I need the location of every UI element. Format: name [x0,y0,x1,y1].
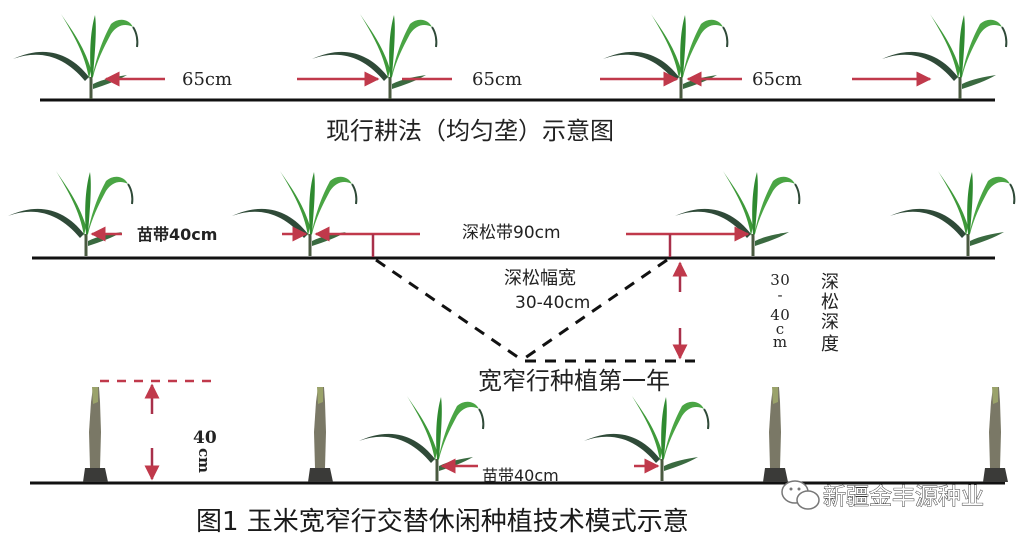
seedling-band-label: 苗带40cm [137,225,217,244]
spacing-label-1: 65cm [182,69,232,90]
corn-stubble-icon [983,387,1008,482]
spacing-label-2: 65cm [472,69,522,90]
depth-char: 0 [780,271,790,289]
depth-label-char: 松 [821,292,839,313]
panel-alternating-fallow: 40 cm 苗带40cm 图1 玉米宽窄行交替休闲种植技术模式示意 [30,379,1008,537]
panel-current-tillage: 65cm 65cm 65cm 现行耕法（均匀垄）示意图 [11,12,1008,145]
corn-seedling-icon [601,12,729,101]
depth-label-char: 深 [821,272,839,293]
depth-char: 4 [770,306,780,324]
depth-char: 0 [780,306,790,324]
corn-stubble-icon [763,387,788,482]
figure-caption: 图1 玉米宽窄行交替休闲种植技术模式示意 [196,507,689,537]
corn-stubble-icon [308,387,333,482]
corn-seedling-icon [673,169,801,258]
corn-seedling-icon [888,169,1016,258]
watermark: 新疆金丰源种业 [781,480,984,510]
depth-label-char: 度 [821,334,839,355]
corn-seedling-icon [310,12,438,101]
panel2-title: 宽窄行种植第一年 [478,367,670,395]
corn-seedling-icon [230,169,358,258]
corn-stubble-icon [83,387,108,482]
watermark-text: 新疆金丰源种业 [823,484,984,510]
depth-char: c [776,320,784,338]
depth-char: - [777,286,782,304]
corn-seedling-icon [6,169,134,258]
stubble-height-value: 40 [193,428,217,448]
seedling-band-label: 苗带40cm [482,466,559,485]
panel-wide-narrow-year1: 苗带40cm 深松带90cm 深松幅宽 30-40cm 3 0 - 4 0 c … [6,169,1016,395]
subsoil-width-label: 深松幅宽 [504,268,576,289]
panel1-title: 现行耕法（均匀垄）示意图 [326,117,614,145]
corn-seedling-icon [357,394,485,483]
corn-seedling-icon [11,12,139,101]
subsoil-zone-dashed-right [521,258,668,362]
depth-char: 3 [770,271,780,289]
subsoil-band-label: 深松带90cm [462,223,561,243]
subsoil-width-value: 30-40cm [515,293,590,313]
wechat-icon [781,480,820,510]
depth-char: m [773,333,787,351]
depth-value-vertical: 3 0 - 4 0 c m [770,271,790,351]
depth-label-char: 深 [821,312,839,333]
subsoil-zone-dashed-left [375,258,523,362]
corn-seedling-icon [880,12,1008,101]
corn-seedling-icon [582,394,710,483]
depth-label-vertical: 深 松 深 度 [821,272,839,355]
spacing-label-3: 65cm [752,69,802,90]
stubble-height-unit: cm [195,448,213,473]
